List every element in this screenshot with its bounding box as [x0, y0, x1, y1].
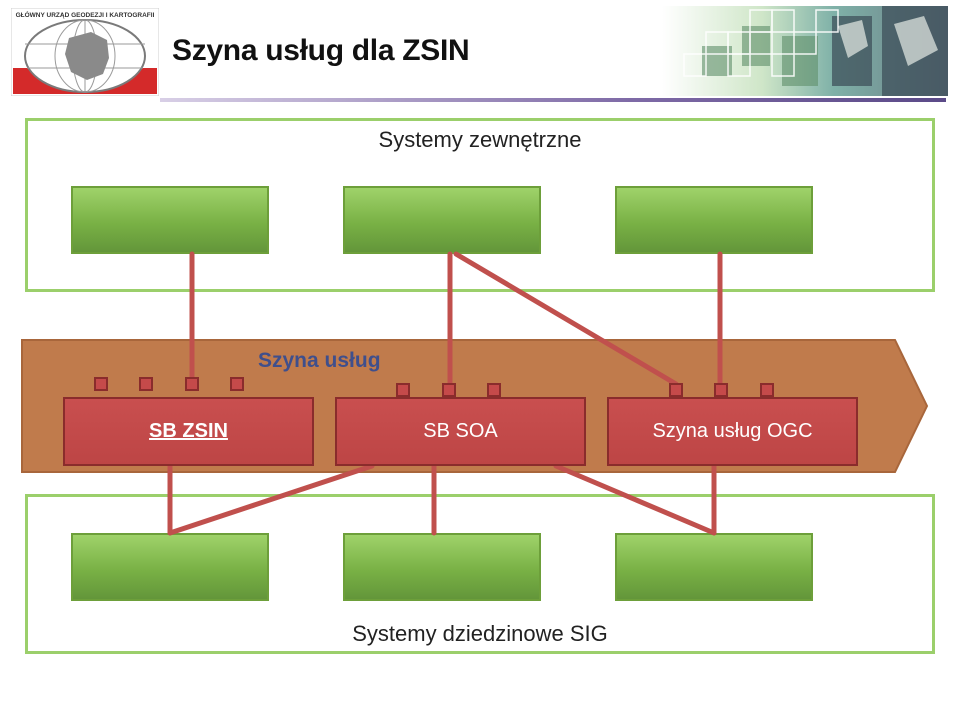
bus-port: [230, 377, 244, 391]
domain-system-box: [71, 533, 269, 601]
sb-zsin-label: SB ZSIN: [149, 420, 228, 442]
bus-label: Szyna usług: [258, 349, 381, 372]
bus-port: [669, 383, 683, 397]
external-system-box: [71, 186, 269, 254]
domain-system-box: [615, 533, 813, 601]
gugik-logo: GŁÓWNY URZĄD GEODEZJI I KARTOGRAFII: [11, 8, 159, 96]
ogc-bus-component: Szyna usług OGC: [607, 397, 858, 466]
bus-port: [396, 383, 410, 397]
bus-port: [760, 383, 774, 397]
sb-soa-label: SB SOA: [423, 420, 498, 442]
slide-title: Szyna usług dla ZSIN: [172, 34, 470, 67]
connector-line: [553, 463, 717, 536]
connector-line: [453, 251, 679, 387]
external-system-box: [615, 186, 813, 254]
satellite-mosaic-image: [662, 6, 948, 96]
external-system-box: [343, 186, 541, 254]
bus-port: [714, 383, 728, 397]
bus-port: [487, 383, 501, 397]
domain-system-box: [343, 533, 541, 601]
bus-port: [139, 377, 153, 391]
domain-systems-label: Systemy dziedzinowe SIG: [352, 621, 608, 646]
logo-text: GŁÓWNY URZĄD GEODEZJI I KARTOGRAFII: [16, 10, 155, 19]
sb-zsin-component: SB ZSIN: [63, 397, 314, 466]
header-divider: [160, 98, 946, 102]
ogc-bus-label: Szyna usług OGC: [652, 420, 813, 442]
bus-port: [94, 377, 108, 391]
connector-line: [167, 463, 375, 536]
external-systems-label: Systemy zewnętrzne: [378, 127, 582, 152]
bus-port: [442, 383, 456, 397]
bus-port: [185, 377, 199, 391]
sb-soa-component: SB SOA: [335, 397, 586, 466]
